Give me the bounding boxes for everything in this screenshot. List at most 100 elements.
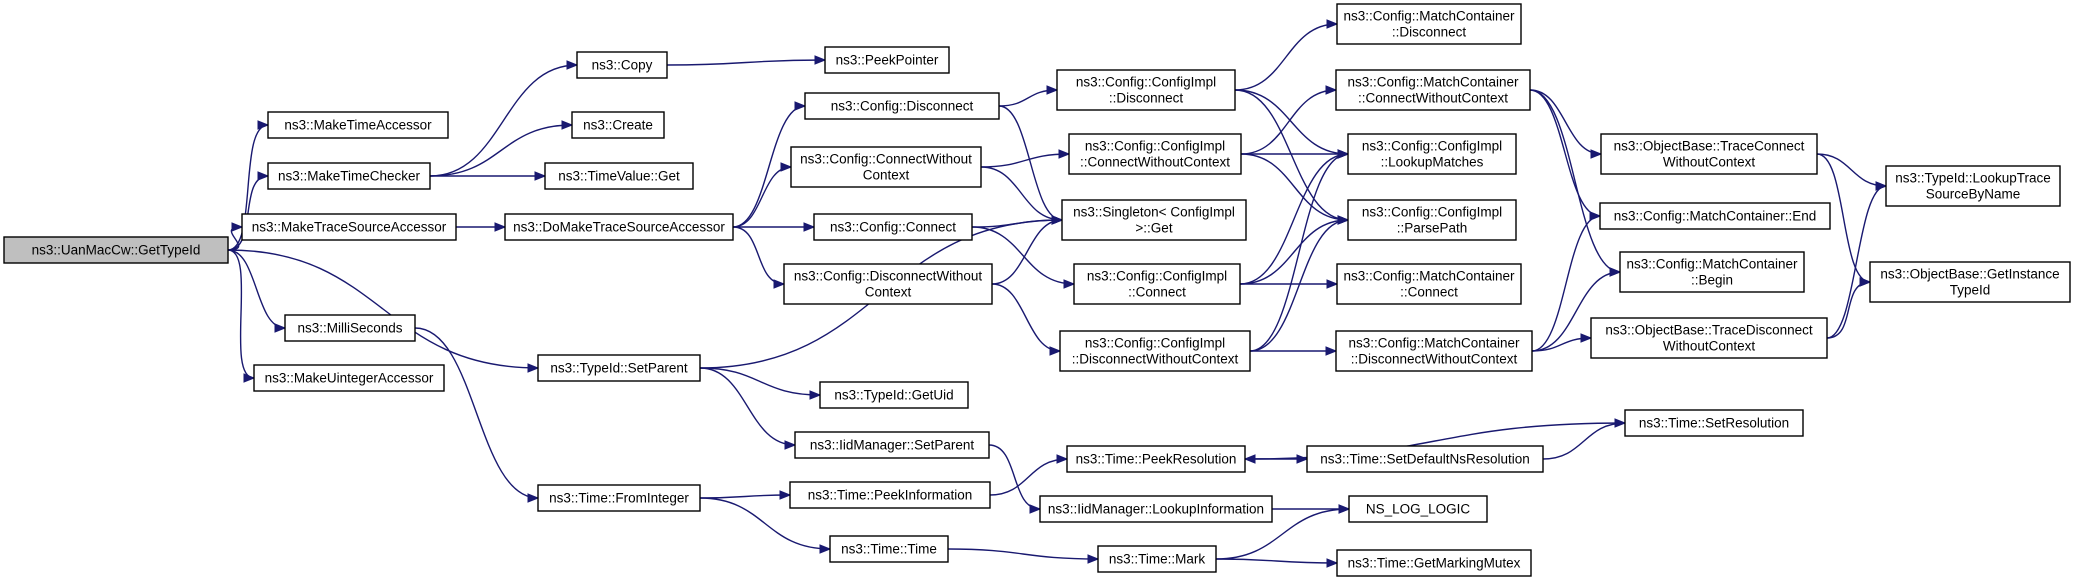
node-label: ns3::Config::ConfigImpl <box>1362 139 1502 154</box>
arrowhead-icon <box>803 222 816 232</box>
node-mc-connect[interactable]: ns3::Config::MatchContainer::Connect <box>1336 263 1522 305</box>
node-impl-disconnect[interactable]: ns3::Config::ConfigImpl::Disconnect <box>1056 69 1236 111</box>
node-config-connect[interactable]: ns3::Config::Connect <box>813 213 973 241</box>
call-edge-time-mark-to-time-get-marking-mutex <box>1215 558 1339 568</box>
node-impl-disconnect-without-context[interactable]: ns3::Config::ConfigImpl::DisconnectWitho… <box>1059 330 1251 372</box>
node-mc-disconnect-without-context[interactable]: ns3::Config::MatchContainer::DisconnectW… <box>1335 330 1533 372</box>
edge-line <box>699 497 831 550</box>
node-label: ns3::MakeUintegerAccessor <box>265 371 434 386</box>
node-label: ns3::Config::ConfigImpl <box>1362 205 1502 220</box>
edge-line <box>1542 422 1626 460</box>
node-box <box>504 213 734 241</box>
node-copy[interactable]: ns3::Copy <box>576 51 668 79</box>
node-label: TypeId <box>1950 283 1991 298</box>
edge-line <box>1816 153 1887 187</box>
node-impl-parse-path[interactable]: ns3::Config::ConfigImpl::ParsePath <box>1347 199 1517 241</box>
node-ns-log-logic[interactable]: NS_LOG_LOGIC <box>1348 495 1488 523</box>
node-label: ns3::PeekPointer <box>836 53 939 68</box>
node-box <box>1039 495 1273 523</box>
node-time-get-marking-mutex[interactable]: ns3::Time::GetMarkingMutex <box>1336 549 1532 577</box>
node-iid-manager-set-parent[interactable]: ns3::IidManager::SetParent <box>794 431 990 459</box>
node-label: ns3::Config::MatchContainer <box>1343 9 1515 24</box>
call-edge-impl-connect-without-context-to-mc-connect-without-context <box>1240 85 1338 155</box>
node-iid-manager-lookup-information[interactable]: ns3::IidManager::LookupInformation <box>1039 495 1273 523</box>
arrowhead-icon <box>814 55 827 65</box>
node-mc-end[interactable]: ns3::Config::MatchContainer::End <box>1599 202 1831 230</box>
node-config-disconnect-without-context[interactable]: ns3::Config::DisconnectWithoutContext <box>783 263 993 305</box>
node-label: ns3::ObjectBase::TraceConnect <box>1614 139 1805 154</box>
node-time-peek-resolution[interactable]: ns3::Time::PeekResolution <box>1066 445 1246 473</box>
call-edge-get-type-id-to-make-uinteger-accessor <box>227 249 256 383</box>
arrowhead-icon <box>561 120 574 130</box>
node-mc-begin[interactable]: ns3::Config::MatchContainer::Begin <box>1619 251 1805 293</box>
node-time-mark[interactable]: ns3::Time::Mark <box>1097 545 1217 573</box>
node-label: ns3::Time::GetMarkingMutex <box>1348 556 1521 571</box>
edge-line <box>988 444 1041 510</box>
node-time-peek-information[interactable]: ns3::Time::PeekInformation <box>789 481 991 509</box>
arrowhead-icon <box>1087 554 1100 564</box>
node-box <box>819 381 969 409</box>
node-get-type-id[interactable]: ns3::UanMacCw::GetTypeId <box>3 236 229 264</box>
edge-line <box>414 327 539 499</box>
node-mc-connect-without-context[interactable]: ns3::Config::MatchContainer::ConnectWith… <box>1335 69 1531 111</box>
node-do-make-trace-source-accessor[interactable]: ns3::DoMakeTraceSourceAccessor <box>504 213 734 241</box>
arrowhead-icon <box>1590 149 1603 159</box>
call-edge-get-type-id-to-make-trace-source-accessor <box>227 222 244 251</box>
node-impl-connect[interactable]: ns3::Config::ConfigImpl::Connect <box>1073 263 1241 305</box>
arrowhead-icon <box>1326 19 1339 29</box>
node-box <box>813 213 973 241</box>
node-make-uinteger-accessor[interactable]: ns3::MakeUintegerAccessor <box>253 364 445 392</box>
edge-line <box>1239 153 1349 285</box>
node-box <box>571 111 665 139</box>
edge-line <box>1240 89 1337 155</box>
node-time-time[interactable]: ns3::Time::Time <box>829 535 949 563</box>
node-label: ns3::Config::DisconnectWithout <box>794 269 983 284</box>
node-make-time-accessor[interactable]: ns3::MakeTimeAccessor <box>267 111 449 139</box>
edge-line <box>1826 185 1887 339</box>
node-box <box>1068 133 1242 175</box>
arrowhead-icon <box>534 171 547 181</box>
arrowhead-icon <box>257 171 270 181</box>
node-label: Context <box>863 168 910 183</box>
node-config-disconnect[interactable]: ns3::Config::Disconnect <box>804 92 1000 120</box>
node-box <box>1059 330 1251 372</box>
node-peek-pointer[interactable]: ns3::PeekPointer <box>824 46 950 74</box>
node-box <box>544 162 694 190</box>
node-label: SourceByName <box>1926 187 2021 202</box>
node-impl-connect-without-context[interactable]: ns3::Config::ConfigImpl::ConnectWithoutC… <box>1068 133 1242 175</box>
node-singleton-get[interactable]: ns3::Singleton< ConfigImpl >::Get <box>1061 199 1247 241</box>
node-label: ns3::ObjectBase::GetInstance <box>1880 267 2059 282</box>
node-ob-trace-disconnect-without-context[interactable]: ns3::ObjectBase::TraceDisconnectWithoutC… <box>1590 317 1828 359</box>
node-config-connect-without-context[interactable]: ns3::Config::ConnectWithoutContext <box>790 146 982 188</box>
node-time-from-integer[interactable]: ns3::Time::FromInteger <box>537 484 701 512</box>
node-make-time-checker[interactable]: ns3::MakeTimeChecker <box>267 162 431 190</box>
node-ob-trace-connect-without-context[interactable]: ns3::ObjectBase::TraceConnectWithoutCont… <box>1600 133 1818 175</box>
node-label: ::Connect <box>1400 285 1458 300</box>
node-time-value-get[interactable]: ns3::TimeValue::Get <box>544 162 694 190</box>
node-label: ns3::Config::ConfigImpl <box>1085 336 1225 351</box>
node-label: ns3::UanMacCw::GetTypeId <box>32 243 201 258</box>
node-impl-lookup-matches[interactable]: ns3::Config::ConfigImpl::LookupMatches <box>1347 133 1517 175</box>
edge-line <box>1240 153 1349 221</box>
node-label: ns3::Config::MatchContainer <box>1626 257 1798 272</box>
edge-line <box>991 219 1063 285</box>
node-type-id-get-uid[interactable]: ns3::TypeId::GetUid <box>819 381 969 409</box>
node-type-id-set-parent[interactable]: ns3::TypeId::SetParent <box>537 354 701 382</box>
node-milli-seconds[interactable]: ns3::MilliSeconds <box>284 314 416 342</box>
node-create[interactable]: ns3::Create <box>571 111 665 139</box>
call-edge-time-from-integer-to-time-time <box>699 497 832 554</box>
node-label: ns3::Config::MatchContainer <box>1347 75 1519 90</box>
call-edge-get-type-id-to-type-id-set-parent <box>227 249 540 373</box>
node-box <box>1073 263 1241 305</box>
node-make-trace-source-accessor[interactable]: ns3::MakeTraceSourceAccessor <box>241 213 457 241</box>
edge-line <box>1529 89 1621 273</box>
edge-line <box>980 153 1070 168</box>
node-time-set-default-ns-resolution[interactable]: ns3::Time::SetDefaultNsResolution <box>1306 445 1544 473</box>
node-box <box>3 236 229 264</box>
edges-layer <box>227 19 1888 568</box>
node-mc-disconnect[interactable]: ns3::Config::MatchContainer::Disconnect <box>1336 3 1522 45</box>
edge-line <box>1816 153 1871 283</box>
node-time-set-resolution[interactable]: ns3::Time::SetResolution <box>1624 409 1804 437</box>
